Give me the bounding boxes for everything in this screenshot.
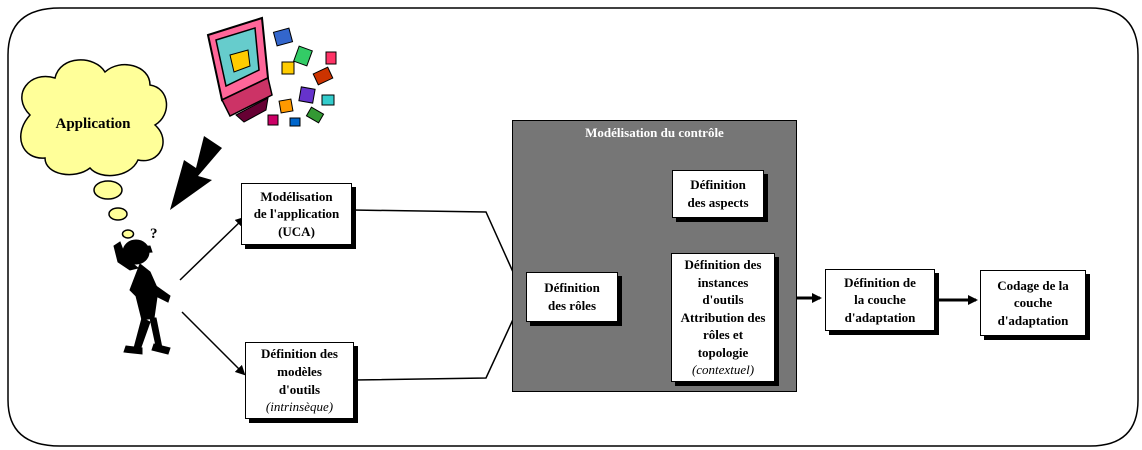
thought-cloud xyxy=(20,59,168,239)
box-line: Modélisation xyxy=(260,188,333,204)
box-line: de l'application xyxy=(253,206,340,222)
box-line: Définition xyxy=(690,177,746,193)
box-line: modèles xyxy=(277,363,322,379)
box-line: instances xyxy=(697,274,749,290)
box-line: Définition de xyxy=(844,274,916,290)
box-line: Définition des xyxy=(261,346,338,362)
adapt-layer-box: Définition de la couche d'adaptation xyxy=(825,269,935,331)
app-model-box: Modélisation de l'application (UCA) xyxy=(241,183,352,245)
box-line: Définition des xyxy=(684,257,762,273)
cloud-label: Application xyxy=(55,116,131,132)
box-line: Définition xyxy=(544,280,600,296)
aspects-box: Définition des aspects xyxy=(672,170,764,218)
box-line: d'adaptation xyxy=(844,309,916,325)
box-line: des aspects xyxy=(687,195,749,210)
pointer-arrow-icon xyxy=(170,136,222,210)
box-line: des rôles xyxy=(547,298,597,313)
arrow-tool-models-to-roles xyxy=(353,298,524,381)
box-note: (contextuel) xyxy=(691,362,755,378)
panel-title: Modélisation du contrôle xyxy=(585,125,724,140)
box-line: couche xyxy=(1013,295,1053,311)
instances-box: Définition des instances d'outils Attrib… xyxy=(671,253,775,382)
box-line: d'outils xyxy=(702,292,744,308)
question-marks: ? xyxy=(150,226,158,242)
arrow-person-to-tool-models xyxy=(181,311,246,376)
box-line: d'adaptation xyxy=(997,312,1069,328)
box-line: la couche xyxy=(854,292,906,308)
box-line: rôles et xyxy=(702,327,744,343)
arrow-app-model-to-roles xyxy=(351,209,524,294)
thinking-person-icon: ? xyxy=(113,226,171,355)
box-line: d'outils xyxy=(278,381,321,397)
box-line: Codage de la xyxy=(997,277,1069,293)
coding-box: Codage de la couche d'adaptation xyxy=(980,270,1086,336)
computer-clipart-icon xyxy=(206,16,337,127)
tool-models-box: Définition des modèles d'outils (intrins… xyxy=(245,342,354,419)
arrow-person-to-app-model xyxy=(179,216,246,281)
box-line: (UCA) xyxy=(278,223,315,239)
box-note: (intrinsèque) xyxy=(265,399,334,415)
box-line: topologie xyxy=(697,344,749,360)
box-line: Attribution des xyxy=(680,309,766,325)
outer-frame xyxy=(7,7,1139,447)
roles-box: Définition des rôles xyxy=(526,272,618,322)
